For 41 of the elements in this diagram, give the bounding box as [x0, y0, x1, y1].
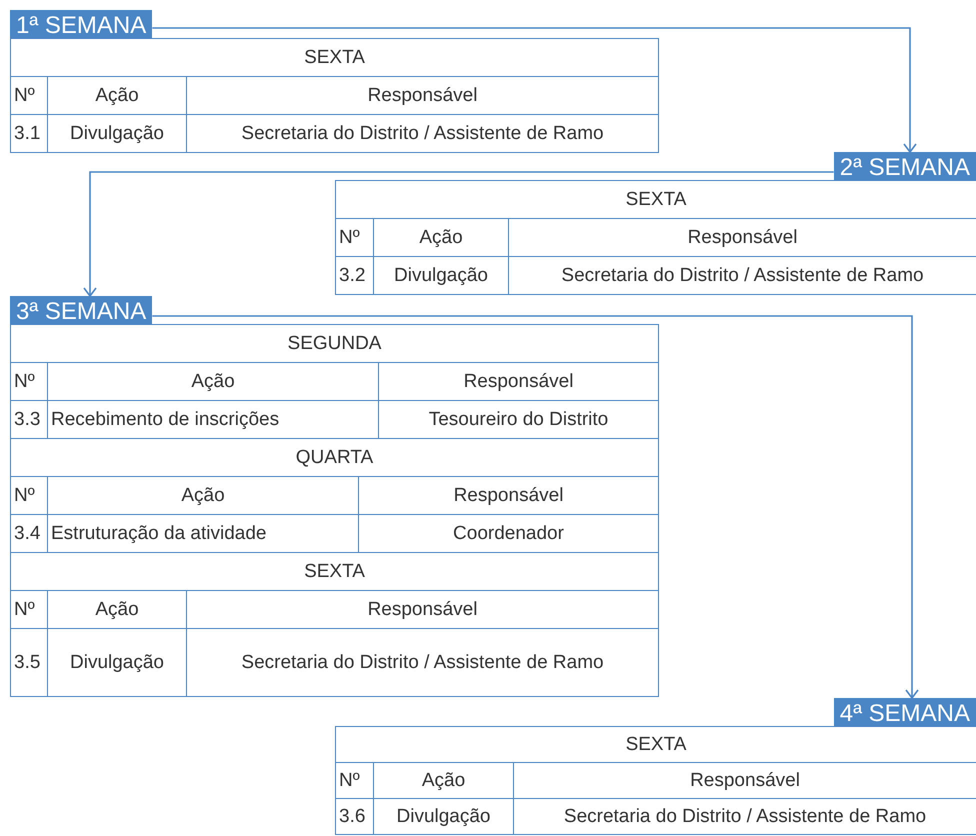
week-heading: 1ª SEMANA: [10, 10, 152, 38]
table-cell: 3.6: [336, 798, 374, 834]
column-header-cell: Responsável: [186, 590, 659, 628]
table-cell: Divulgação: [48, 114, 186, 152]
arrow: [152, 315, 919, 699]
column-header-cell: Responsável: [378, 362, 658, 400]
column-header-cell: Nº: [336, 762, 374, 798]
column-header-cell: Nº: [336, 218, 374, 256]
week-heading: 4ª SEMANA: [834, 698, 976, 726]
table-cell: Divulgação: [374, 798, 514, 834]
column-header-cell: Ação: [48, 476, 358, 514]
column-header-cell: Nº: [10, 362, 48, 400]
table-cell: 3.1: [10, 114, 48, 152]
week-heading: 2ª SEMANA: [834, 152, 976, 180]
column-header-cell: Responsável: [186, 76, 659, 114]
arrow: [83, 171, 834, 297]
day-header-cell: QUARTA: [10, 438, 658, 476]
column-header-cell: Ação: [48, 76, 186, 114]
column-header-cell: Ação: [48, 362, 378, 400]
column-header-cell: Ação: [48, 590, 186, 628]
column-header-cell: Nº: [10, 476, 48, 514]
table-cell: 3.2: [336, 256, 374, 294]
column-header-cell: Nº: [10, 76, 48, 114]
table-cell: Secretaria do Distrito / Assistente de Ramo: [186, 114, 659, 152]
day-header-cell: SEGUNDA: [10, 324, 658, 362]
table-cell: Secretaria do Distrito / Assistente de Ramo: [186, 628, 659, 696]
table-cell: Divulgação: [48, 628, 186, 696]
table-cell: 3.4: [10, 514, 48, 552]
day-header-cell: SEXTA: [10, 552, 659, 590]
column-header-cell: Ação: [374, 218, 508, 256]
table-cell: 3.3: [10, 400, 48, 438]
day-header-cell: SEXTA: [336, 726, 976, 762]
column-header-cell: Responsável: [358, 476, 658, 514]
week-heading: 3ª SEMANA: [10, 296, 152, 324]
day-header-cell: SEXTA: [10, 38, 659, 76]
arrow: [152, 27, 917, 153]
table-cell: 3.5: [10, 628, 48, 696]
table-cell: Divulgação: [374, 256, 508, 294]
day-header-cell: SEXTA: [336, 180, 976, 218]
column-header-cell: Ação: [374, 762, 514, 798]
column-header-cell: Nº: [10, 590, 48, 628]
